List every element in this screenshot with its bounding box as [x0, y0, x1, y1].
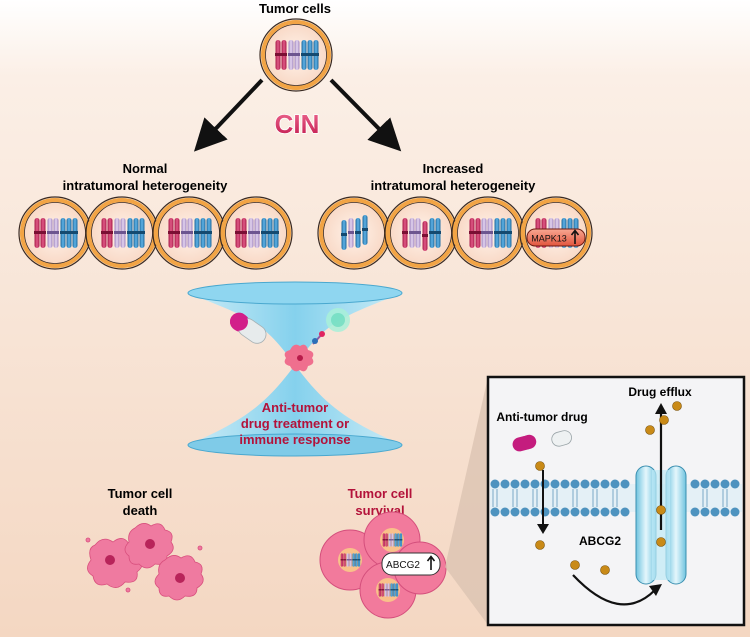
cell-membrane	[490, 479, 742, 517]
heterogeneous-cell-mapk13: MAPK13	[518, 195, 594, 271]
normal-label-line2: intratumoral heterogeneity	[63, 178, 228, 193]
arrow-to-increased	[329, 78, 402, 152]
heterogeneous-cell	[316, 195, 392, 271]
normal-cell	[218, 195, 294, 271]
treatment-funnel: Anti-tumor drug treatment or immune resp…	[187, 281, 403, 457]
drug-molecules	[535, 401, 682, 575]
drug-capsule-icon	[512, 434, 537, 452]
survival-label-line1: Tumor cell	[348, 486, 413, 501]
zoom-wedge	[445, 377, 488, 625]
funnel-label-line2: drug treatment or	[241, 416, 349, 431]
mapk13-badge-label: MAPK13	[531, 234, 567, 244]
normal-cell	[84, 195, 160, 271]
dying-cells-icon	[85, 523, 204, 601]
cin-label: CIN	[275, 109, 320, 139]
normal-label-line1: Normal	[123, 161, 168, 176]
abcg2-badge-label: ABCG2	[386, 560, 420, 571]
normal-cell	[17, 195, 93, 271]
funnel-label-line1: Anti-tumor	[262, 400, 328, 415]
funnel-label-line3: immune response	[239, 432, 350, 447]
abcg2-efflux-inset: Anti-tumor drug Drug efflux ABCG2	[486, 375, 746, 627]
increased-label-line2: intratumoral heterogeneity	[371, 178, 536, 193]
arrow-to-normal	[193, 78, 264, 152]
tumor-cells-label: Tumor cells	[259, 1, 331, 16]
increased-label-line1: Increased	[423, 161, 484, 176]
inset-efflux-label: Drug efflux	[628, 385, 692, 399]
inset-abcg2-label: ABCG2	[579, 534, 621, 548]
death-label-line2: death	[123, 503, 158, 518]
heterogeneous-cell	[450, 195, 526, 271]
top-tumor-cell	[258, 17, 334, 93]
drug-capsule-icon	[229, 312, 267, 344]
surviving-cells-icon: ABCG2	[319, 511, 447, 619]
inset-drug-label: Anti-tumor drug	[496, 410, 587, 424]
normal-cell	[151, 195, 227, 271]
death-label-line1: Tumor cell	[108, 486, 173, 501]
heterogeneous-cell	[383, 195, 459, 271]
